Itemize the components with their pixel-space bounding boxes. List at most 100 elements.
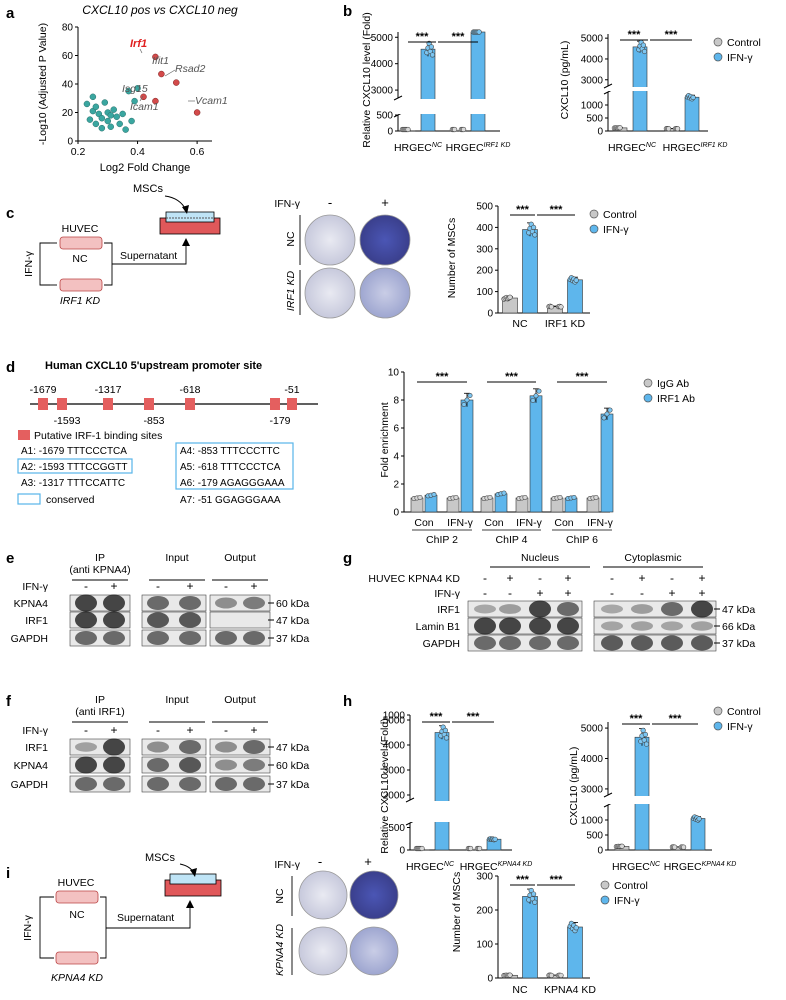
significance-star: *** [436, 371, 450, 383]
d-title: Human CXCL10 5'upstream promoter site [45, 360, 262, 372]
blot-band [243, 596, 265, 610]
blot-band [75, 742, 97, 752]
site-sequence: A7: -51 GGAGGGAAA [180, 495, 281, 506]
data-dot [429, 52, 436, 58]
data-dot [573, 277, 579, 283]
ytick-label: 1000 [581, 816, 604, 827]
xtick-label: HRGECNC [608, 142, 657, 154]
blot-band [243, 740, 265, 754]
site-sequence: A2: -1593 TTTCCGGTT [21, 462, 128, 473]
blot-band [215, 597, 237, 609]
volcano-point [83, 100, 91, 108]
data-dot [571, 494, 577, 500]
blot-band [147, 596, 169, 610]
axis-break [393, 95, 403, 101]
blot-sign: + [110, 723, 117, 737]
i-plate-nc-ifn [349, 870, 399, 920]
data-dot [477, 845, 483, 852]
ytick-label: 200 [476, 266, 493, 277]
xtick-label: NC [512, 318, 528, 330]
data-dot [558, 304, 564, 310]
i-plate-kd-ifn [349, 926, 399, 976]
d-ylabel: Fold enrichment [379, 402, 391, 477]
bar-ifn [634, 736, 650, 851]
ytick-label: 0 [387, 127, 393, 138]
ytick-label: 0 [487, 974, 493, 985]
data-dot [417, 494, 423, 500]
c-kd-label: IRF1 KD [60, 295, 101, 307]
volcano-xlabel: Log2 Fold Change [100, 162, 191, 174]
blot-band [75, 756, 97, 774]
blot-membrane [467, 617, 583, 635]
d-chip-label: ChIP 4 [496, 534, 528, 546]
volcano-point [101, 99, 109, 106]
ytick-label: 4000 [581, 54, 604, 65]
data-dot [405, 126, 411, 133]
ytick-label: 5000 [581, 34, 604, 45]
blot-sign: + [110, 579, 117, 593]
axis-gap [399, 99, 501, 114]
site-sequence: A1: -1679 TTTCCCTCA [21, 446, 127, 457]
blot-kda-label: 60 kDa [276, 760, 309, 772]
site-sequence: A3: -1317 TTTCCATTC [21, 478, 125, 489]
xtick-label: HRGECNC [394, 142, 443, 154]
a-ytick-label: 60 [62, 51, 74, 62]
blot-membrane [467, 634, 583, 652]
ytick-label: 4 [393, 452, 399, 463]
blot-sign: - [84, 579, 88, 593]
blot-kda-label: 37 kDa [276, 633, 309, 645]
ytick-label: 3000 [371, 86, 394, 97]
blot-column-header: Output [224, 694, 256, 706]
dish-kd [59, 278, 103, 292]
significance-star: *** [550, 204, 564, 216]
data-dot [690, 94, 696, 101]
blot-sign: + [186, 579, 193, 593]
a-xtick-label: 0.2 [71, 146, 86, 158]
blot-band [103, 738, 125, 756]
i-plate-nc-control [298, 870, 348, 920]
data-dot [442, 727, 448, 733]
blot-band [75, 631, 97, 645]
significance-star: *** [665, 29, 679, 41]
xtick-label: HRGECIRF1 KD [446, 142, 511, 154]
volcano-point [113, 113, 120, 121]
blot-band [147, 741, 169, 753]
blot-sign: - [483, 571, 487, 585]
blot-sign: - [156, 723, 160, 737]
bar-ifn [420, 48, 436, 132]
data-dot [674, 126, 681, 132]
blot-sign: - [84, 723, 88, 737]
bar-ifn [567, 279, 583, 314]
i-plate-plus: + [364, 854, 372, 869]
plate-kd-ifn [359, 267, 411, 319]
blot-band [661, 635, 683, 651]
a-ytick-label: 20 [62, 108, 74, 119]
legend-marker [643, 393, 653, 403]
site-position-top: -1317 [95, 384, 122, 396]
blot-band [631, 635, 653, 651]
ytick-label: 4000 [581, 754, 604, 765]
blot-kda-label: 47 kDa [276, 742, 309, 754]
ytick-label: 0 [597, 127, 603, 138]
significance-star: *** [516, 204, 530, 216]
plate-nc-control [304, 214, 356, 266]
ytick-label: 500 [376, 111, 393, 122]
blot-sign: - [508, 586, 512, 600]
data-dot [501, 490, 507, 496]
blot-kda-label: 60 kDa [276, 598, 309, 610]
xtick-label: IRF1 KD [545, 318, 586, 330]
blot-band [631, 621, 653, 631]
data-dot [464, 397, 470, 403]
panel-letter-d: d [6, 359, 15, 376]
xtick-label: HRGECNC [612, 861, 661, 873]
h-right-ylabel: CXCL10 (pg/mL) [568, 747, 580, 826]
significance-star: *** [416, 31, 430, 43]
significance-star: *** [550, 874, 564, 886]
blot-column-header: (anti IRF1) [75, 706, 125, 718]
ytick-label: 1000 [383, 711, 406, 722]
volcano-point-irf1 [152, 53, 159, 61]
blot-band [75, 611, 97, 629]
ytick-label: 100 [476, 940, 493, 951]
data-dot [443, 735, 450, 741]
blot-kda-label: 47 kDa [722, 604, 755, 616]
